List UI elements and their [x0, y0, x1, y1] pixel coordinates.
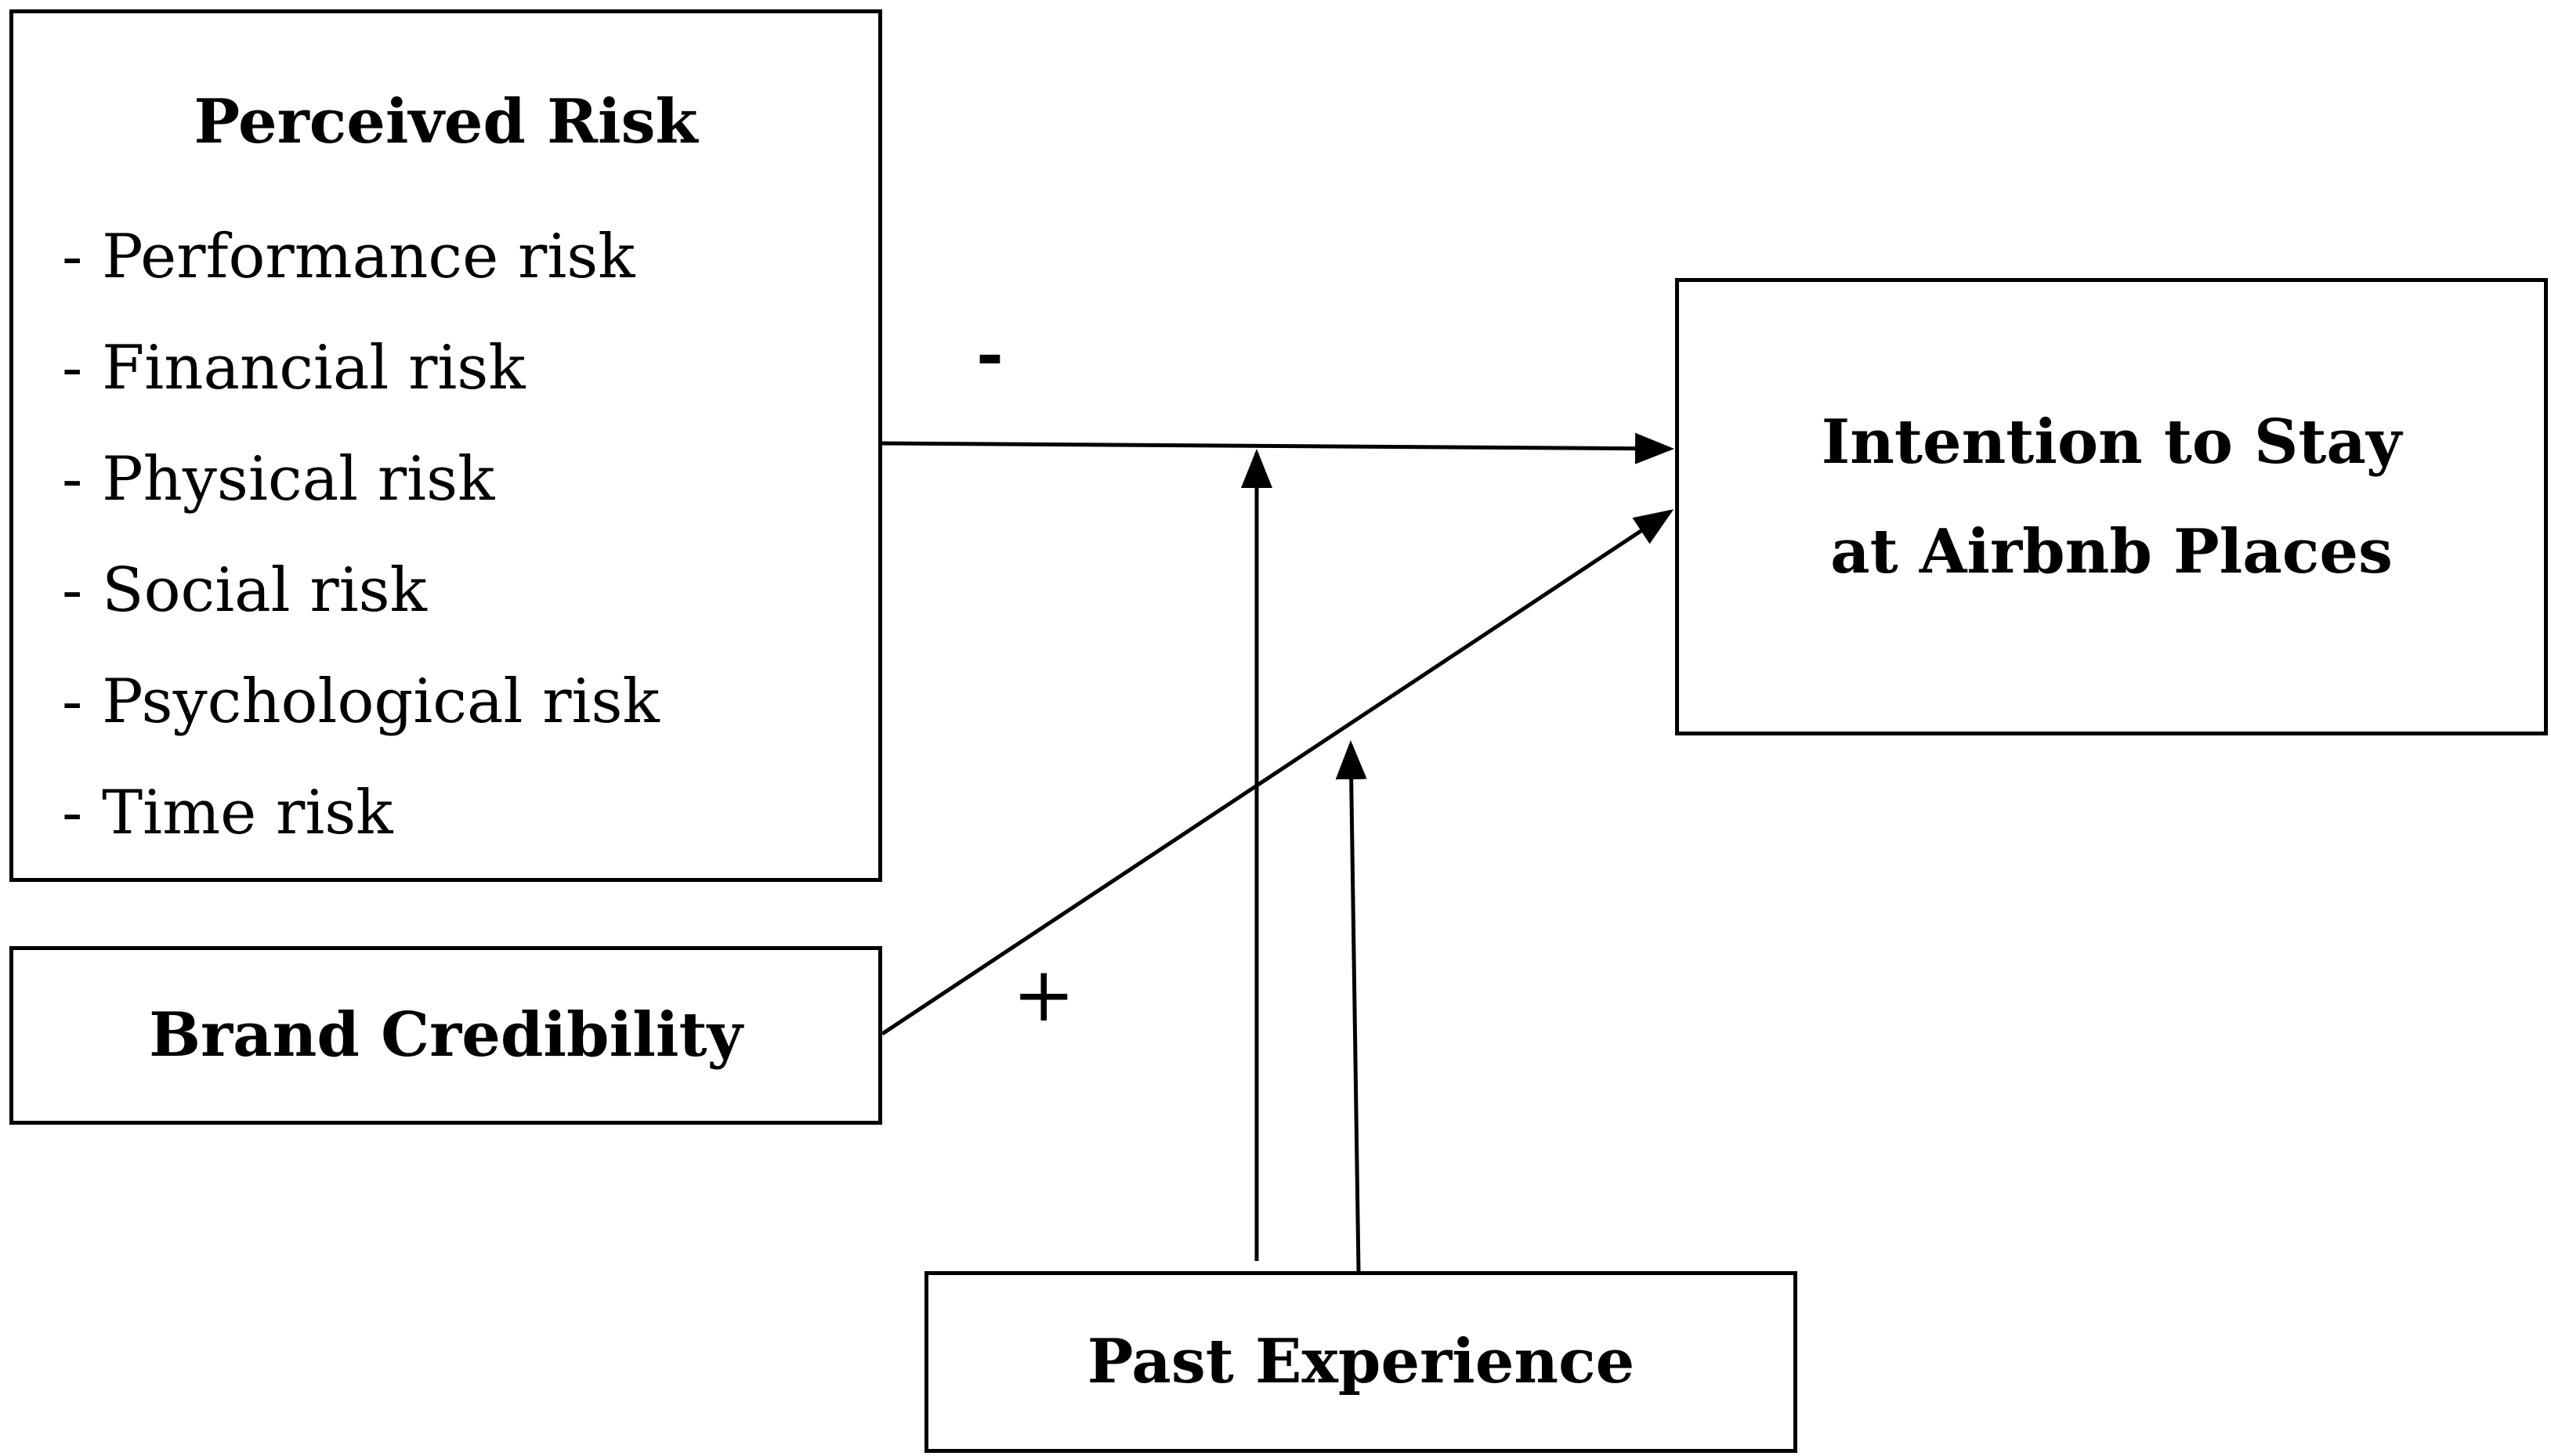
- risk-item-time: - Time risk: [62, 778, 393, 848]
- positive-effect-sign: +: [1012, 951, 1076, 1039]
- risk-item-performance: - Performance risk: [62, 222, 635, 292]
- brand-credibility-box: Brand Credibility: [9, 946, 882, 1125]
- arrow-past-to-brand-path: [1335, 740, 1367, 1272]
- negative-effect-sign: -: [976, 315, 1004, 392]
- intention-box: Intention to Stay at Airbnb Places: [1675, 278, 2548, 735]
- brand-credibility-title: Brand Credibility: [149, 999, 743, 1071]
- past-experience-title: Past Experience: [1087, 1326, 1635, 1397]
- arrow-risk-to-intention: [881, 432, 1674, 464]
- perceived-risk-title: Perceived Risk: [194, 86, 698, 157]
- risk-item-social: - Social risk: [62, 555, 427, 626]
- risk-item-financial: - Financial risk: [62, 333, 526, 403]
- risk-item-psychological: - Psychological risk: [62, 667, 660, 737]
- perceived-risk-box: Perceived Risk - Performance risk - Fina…: [9, 9, 882, 882]
- risk-item-physical: - Physical risk: [62, 444, 495, 515]
- arrow-brand-to-intention: [881, 509, 1674, 1036]
- intention-title-line1: Intention to Stay: [1821, 406, 2402, 478]
- intention-title-line2: at Airbnb Places: [1830, 516, 2393, 587]
- risk-type-list: - Performance risk - Financial risk - Ph…: [62, 201, 660, 869]
- past-experience-box: Past Experience: [925, 1271, 1797, 1453]
